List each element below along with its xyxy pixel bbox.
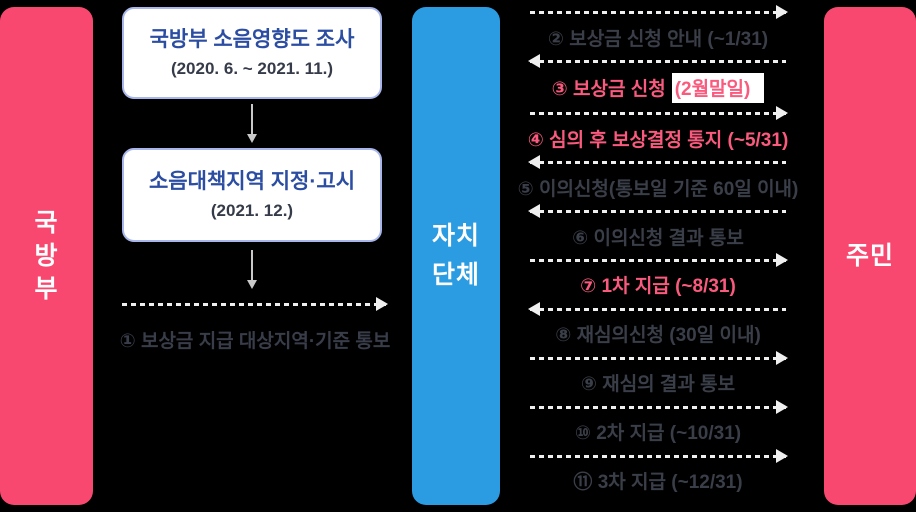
step-4-label: ④ 심의 후 보상결정 통지 (~5/31) [527, 129, 789, 151]
step-7-label: ⑦ 1차 지급 (~8/31) [580, 276, 736, 298]
arrow-row [502, 201, 814, 223]
step-3-highlight: (2월말일) [671, 72, 765, 103]
survey-box: 국방부 소음영향도 조사 (2020. 6. ~ 2021. 11.) [122, 7, 382, 99]
lane-localgov-bar: 자치 단체 [412, 7, 500, 505]
survey-box-period: (2020. 6. ~ 2021. 11.) [170, 58, 334, 78]
dashed-arrow-left-icon [528, 204, 786, 219]
arrow-row [502, 51, 814, 73]
label-row: ③ 보상금 신청(2월말일) [502, 72, 814, 103]
lane-defense-char: 국 [34, 208, 59, 237]
dashed-arrow-left-icon [528, 301, 786, 316]
lane-defense-char: 부 [34, 274, 59, 303]
lane-residents-bar: 주민 [824, 7, 916, 505]
survey-box-title: 국방부 소음영향도 조사 [149, 27, 355, 51]
step-6-label: ⑥ 이의신청 결과 통보 [572, 227, 744, 249]
arrow-row [502, 396, 814, 418]
label-row: ④ 심의 후 보상결정 통지 (~5/31) [502, 125, 814, 152]
step-3-main-text: ③ 보상금 신청 [551, 78, 666, 100]
step-10-label: ⑩ 2차 지급 (~10/31) [574, 423, 742, 445]
arrow-row [502, 298, 814, 320]
label-row: ⑧ 재심의신청 (30일 이내) [502, 320, 814, 347]
label-row: ② 보상금 신청 안내 (~1/31) [502, 24, 814, 51]
label-row: ⑦ 1차 지급 (~8/31) [502, 271, 814, 298]
dashed-arrow-left-icon [528, 54, 786, 69]
lane-defense-bar: 국 방 부 [0, 7, 93, 505]
dashed-arrow-left-icon [528, 155, 786, 170]
arrow-row [502, 2, 814, 24]
dashed-arrow-right-icon [530, 448, 788, 463]
step-1-label: ① 보상금 지급 대상지역·기준 통보 [119, 331, 391, 352]
dashed-arrow-right-icon [530, 399, 788, 414]
label-row: ⑥ 이의신청 결과 통보 [502, 223, 814, 250]
designation-box-title: 소음대책지역 지정·고시 [148, 169, 356, 193]
down-arrow-icon [247, 104, 257, 143]
label-row: ⑩ 2차 지급 (~10/31) [502, 418, 814, 445]
dashed-arrow-right-icon [530, 106, 788, 121]
designation-box-period: (2021. 12.) [210, 200, 294, 220]
dashed-arrow-right-icon [122, 297, 388, 311]
label-row: ⑪ 3차 지급 (~12/31) [502, 467, 814, 494]
dashed-arrow-right-icon [530, 5, 788, 20]
step-5-label: ⑤ 이의신청(통보일 기준 60일 이내) [517, 178, 799, 200]
arrow-row [502, 347, 814, 369]
lane-localgov-line: 자치 [431, 222, 480, 250]
dashed-arrow-right-icon [530, 252, 788, 267]
arrow-row [502, 250, 814, 272]
arrow-row [502, 445, 814, 467]
step-3-label: ③ 보상금 신청(2월말일) [551, 72, 765, 103]
step-11-label: ⑪ 3차 지급 (~12/31) [573, 472, 743, 494]
step-9-label: ⑨ 재심의 결과 통보 [580, 374, 736, 396]
arrow-row [502, 152, 814, 174]
label-row: ⑤ 이의신청(통보일 기준 60일 이내) [502, 174, 814, 201]
arrow-row [502, 103, 814, 125]
down-arrow-icon [247, 250, 257, 289]
label-row: ⑨ 재심의 결과 통보 [502, 369, 814, 396]
step-2-label: ② 보상금 신청 안내 (~1/31) [547, 28, 769, 50]
resident-steps-column: ② 보상금 신청 안내 (~1/31) ③ 보상금 신청(2월말일) ④ 심의 … [502, 2, 814, 494]
lane-defense-char: 방 [34, 241, 59, 270]
lane-localgov-line: 단체 [431, 261, 480, 289]
designation-box: 소음대책지역 지정·고시 (2021. 12.) [122, 148, 382, 242]
lane-residents-label: 주민 [845, 241, 894, 270]
step-8-label: ⑧ 재심의신청 (30일 이내) [555, 325, 761, 347]
dashed-arrow-right-icon [530, 350, 788, 365]
